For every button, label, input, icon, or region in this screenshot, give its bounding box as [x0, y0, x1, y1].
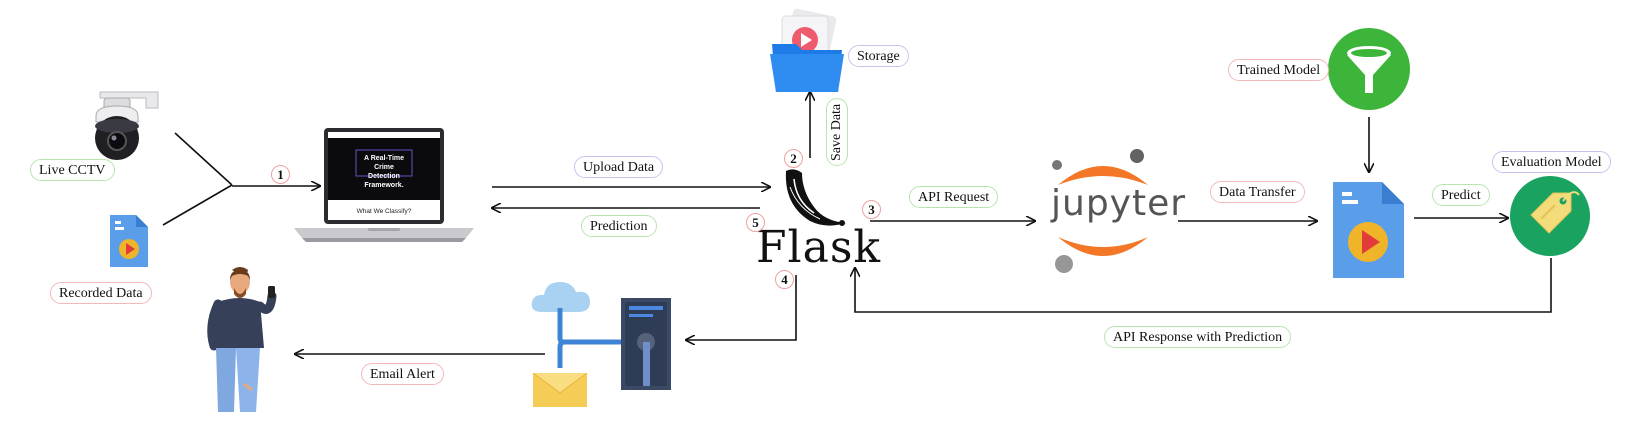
predict-label: Predict — [1432, 184, 1490, 206]
laptop-screen-footer: What We Classify? — [356, 208, 412, 215]
api-response-arrow — [855, 258, 1552, 313]
step-2-badge: 2 — [784, 149, 803, 168]
api-response-label: API Response with Prediction — [1104, 326, 1292, 348]
cctv-merge-line — [174, 132, 233, 186]
data-transfer-label: Data Transfer — [1210, 181, 1305, 203]
storage-label: Storage — [848, 45, 909, 67]
recorded-file-icon — [110, 215, 148, 267]
user-person-icon — [207, 267, 277, 412]
email-envelope-icon — [533, 373, 587, 407]
flask-to-server-arrow — [686, 275, 797, 340]
recorded-data-label: Recorded Data — [50, 282, 152, 304]
api-request-label: API Request — [909, 186, 999, 208]
step-3-badge: 3 — [862, 200, 881, 219]
live-cctv-label: Live CCTV — [30, 159, 115, 181]
step-1-badge: 1 — [271, 165, 290, 184]
flask-wordmark: Flask — [756, 222, 882, 273]
server-icon — [621, 298, 671, 390]
model-file-icon — [1333, 182, 1404, 278]
network-lines-icon — [557, 308, 622, 368]
jupyter-wordmark: jupyter — [1051, 183, 1187, 224]
jupyter-logo-icon — [1052, 149, 1148, 273]
laptop-icon — [294, 128, 474, 242]
evaluation-tag-icon — [1510, 176, 1590, 256]
evaluation-model-label: Evaluation Model — [1492, 151, 1611, 173]
step-4-badge: 4 — [775, 270, 794, 289]
flask-logo-icon — [785, 169, 846, 226]
cloud-icon — [531, 282, 590, 312]
trained-model-label: Trained Model — [1228, 59, 1330, 81]
storage-folder-icon — [770, 8, 844, 92]
recorded-merge-line — [162, 184, 233, 226]
cctv-camera-icon — [95, 91, 159, 160]
laptop-screen-title: A Real-Time Crime Detection Framework. — [363, 155, 405, 189]
prediction-label: Prediction — [581, 215, 657, 237]
step-5-badge: 5 — [746, 213, 765, 232]
upload-data-label: Upload Data — [574, 156, 664, 178]
funnel-icon — [1328, 28, 1410, 110]
save-data-label: Save Data — [826, 98, 848, 166]
email-alert-label: Email Alert — [361, 363, 444, 385]
